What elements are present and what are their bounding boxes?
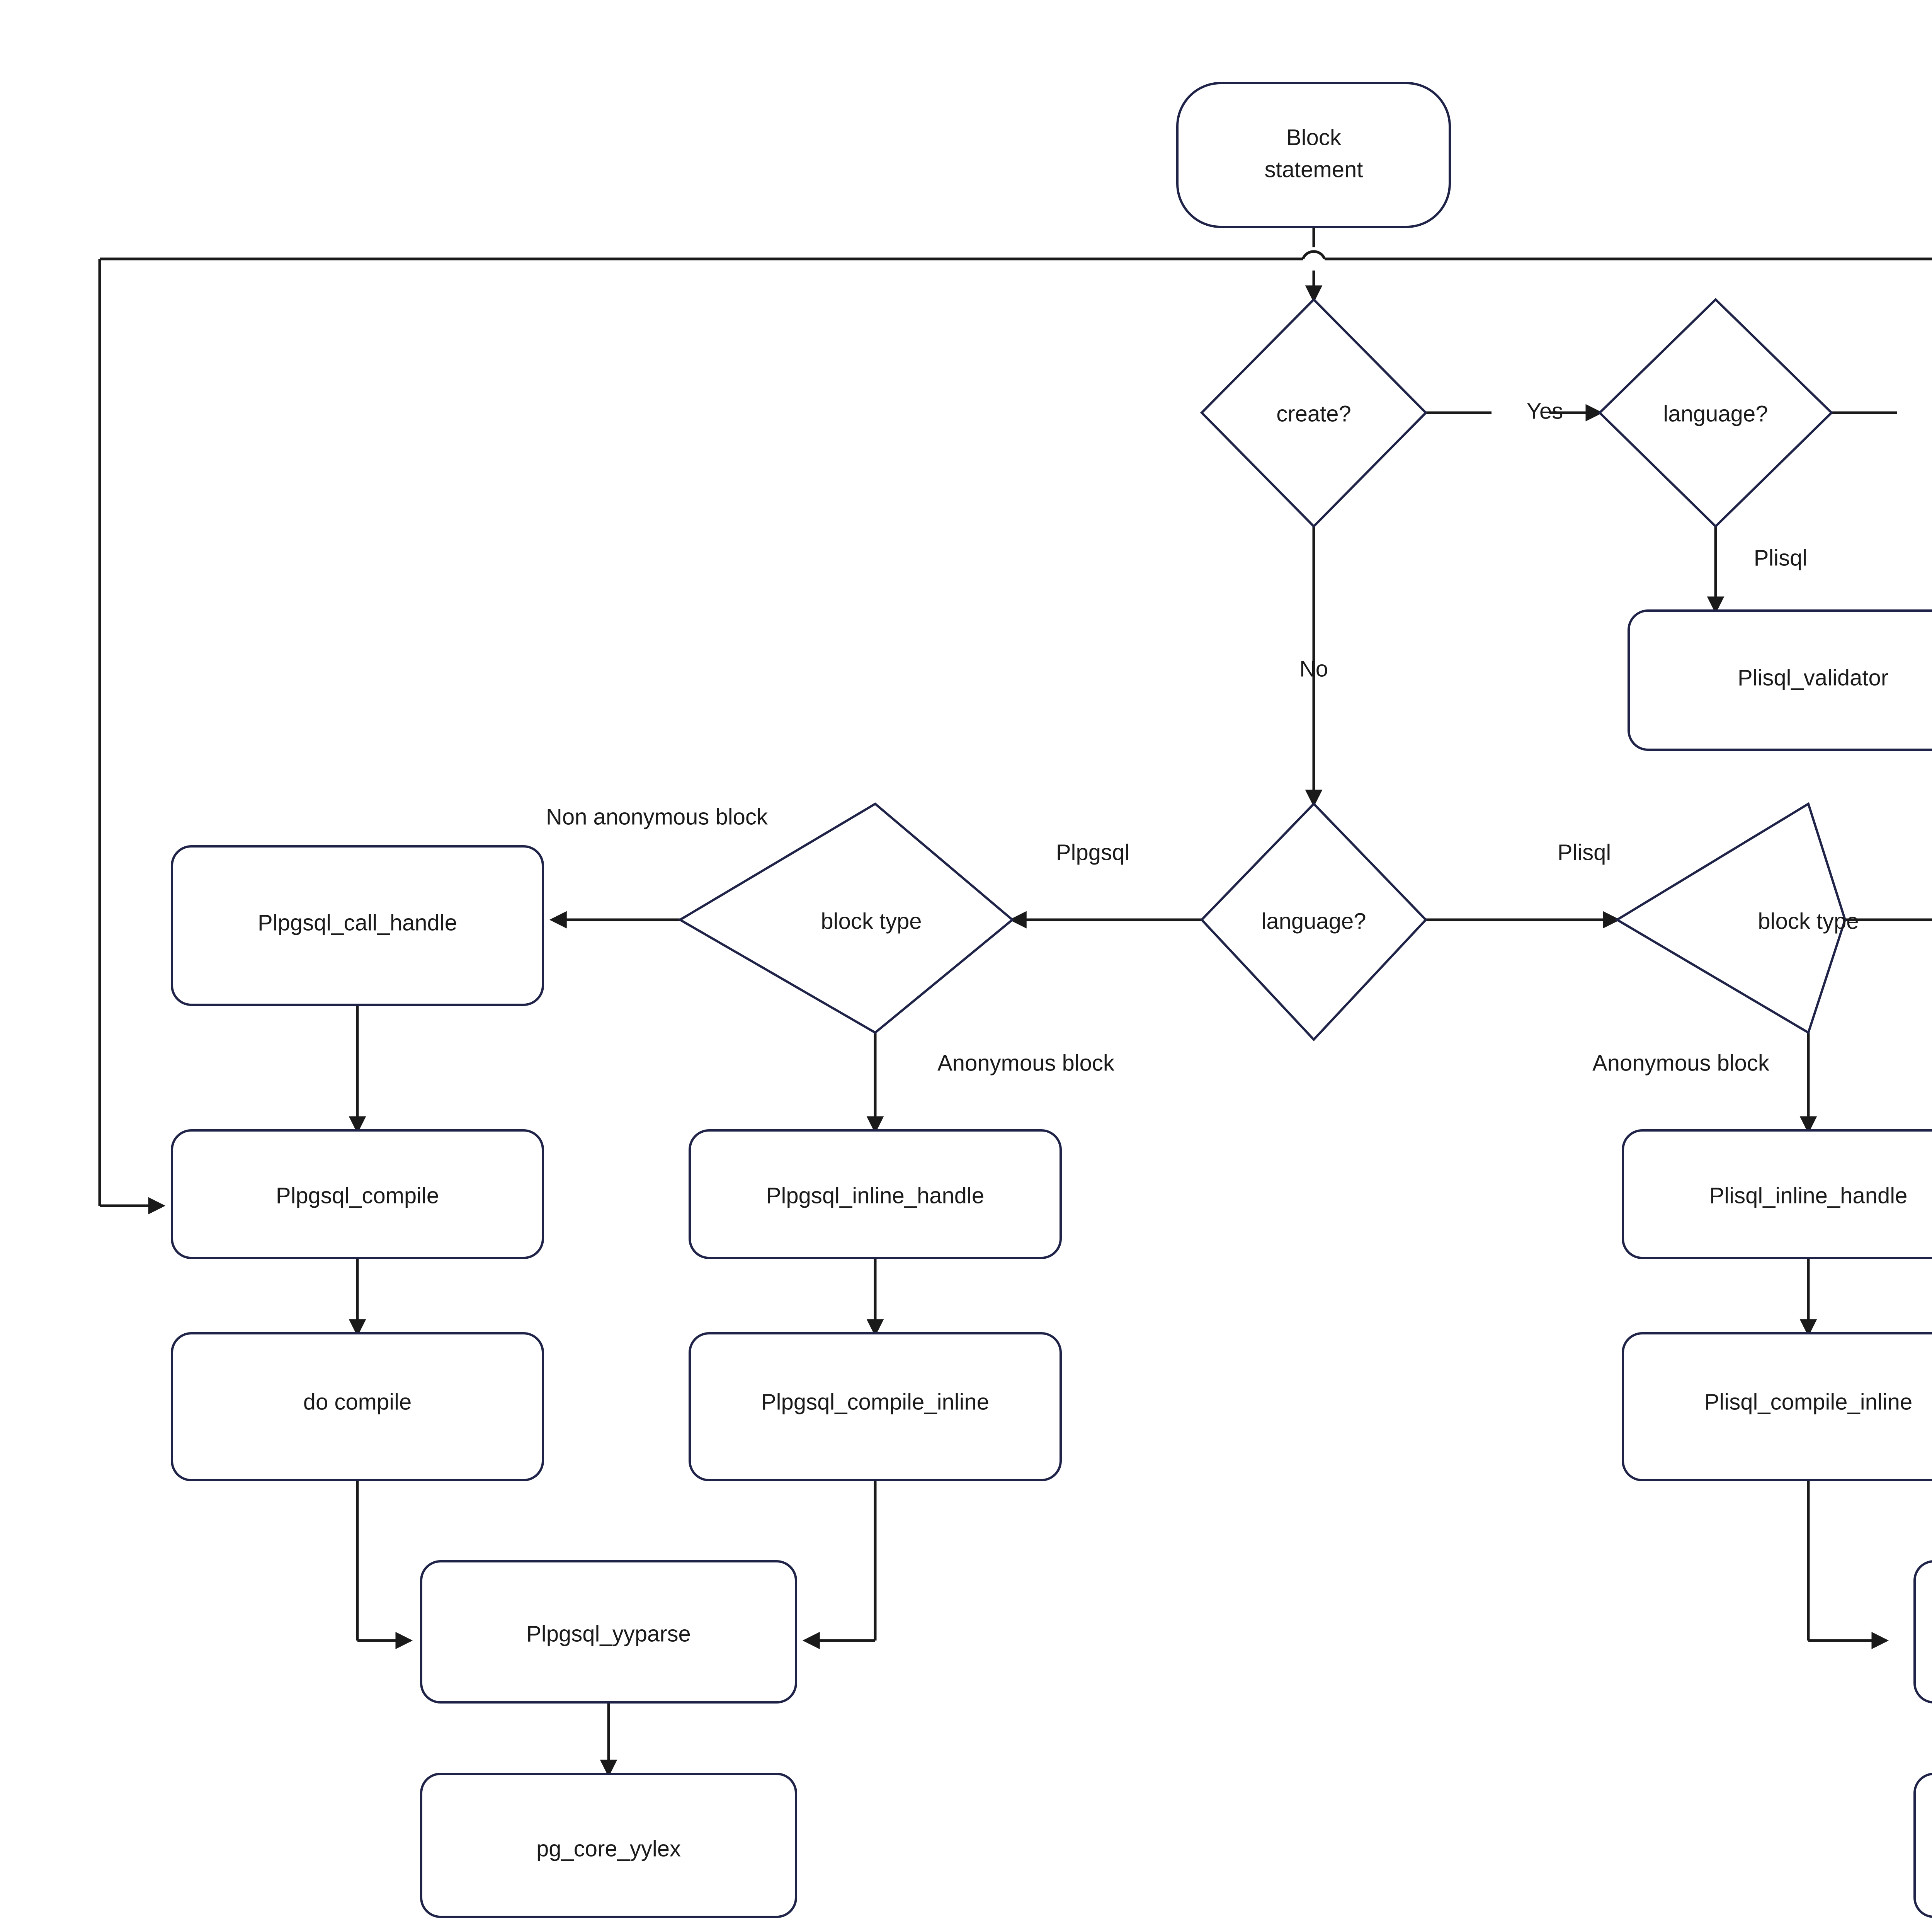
node-pg-core-yylex-label: pg_core_yylex	[536, 1836, 681, 1861]
node-blocktype-left-decision[interactable]: block type	[678, 802, 1014, 1034]
node-plisql-validator[interactable]: Plisql_validator	[1628, 609, 1932, 751]
node-blocktype-right-decision[interactable]: block type	[1615, 802, 1859, 1035]
node-do-compile-left[interactable]: do compile	[171, 1332, 544, 1481]
node-plpgsql-compile[interactable]: Plpgsql_compile	[171, 1129, 544, 1259]
edge-label-no: No	[1299, 656, 1328, 681]
node-ora-core-yylex[interactable]: ora_core_yylex	[1913, 1773, 1932, 1918]
node-plpgsql-call-handle[interactable]: Plpgsql_call_handle	[171, 845, 544, 1006]
edge-label-plisql-top: Plisql	[1754, 545, 1808, 570]
node-plpgsql-inline-handle-label: Plpgsql_inline_handle	[766, 1183, 984, 1208]
edge-top-bus-hop	[1301, 250, 1326, 260]
node-plpgsql-yyparse-label: Plpgsql_yyparse	[526, 1621, 691, 1646]
node-plisql-yyparse[interactable]: Plisql_yyparse	[1913, 1560, 1932, 1704]
node-language-top-label: language?	[1663, 401, 1768, 426]
edge-label-anon-right: Anonymous block	[1592, 1050, 1770, 1076]
node-do-compile-left-label: do compile	[303, 1389, 412, 1414]
node-plpgsql-yyparse[interactable]: Plpgsql_yyparse	[420, 1560, 797, 1704]
edge-label-plisql-mid: Plisql	[1558, 840, 1611, 865]
edge-label-plpgsql-mid: Plpgsql	[1056, 840, 1129, 865]
node-plpgsql-compile-inline[interactable]: Plpgsql_compile_inline	[689, 1332, 1062, 1481]
node-plpgsql-call-handle-label: Plpgsql_call_handle	[258, 910, 457, 935]
edge-label-yes: Yes	[1527, 398, 1563, 424]
node-plpgsql-inline-handle[interactable]: Plpgsql_inline_handle	[689, 1129, 1062, 1259]
edge-label-non-anon-left: Non anonymous block	[546, 804, 768, 829]
node-plisql-validator-label: Plisql_validator	[1738, 665, 1888, 690]
node-start-label-line2: statement	[1265, 157, 1363, 182]
node-plisql-compile-inline[interactable]: Plisql_compile_inline	[1622, 1332, 1932, 1481]
node-pg-core-yylex[interactable]: pg_core_yylex	[420, 1773, 797, 1918]
node-create-decision[interactable]: create?	[1200, 298, 1428, 528]
node-plpgsql-compile-inline-label: Plpgsql_compile_inline	[761, 1389, 989, 1414]
node-start[interactable]: Block statement	[1176, 82, 1451, 228]
node-plisql-inline-handle[interactable]: Plisql_inline_handle	[1622, 1129, 1932, 1259]
node-plisql-compile-inline-label: Plisql_compile_inline	[1704, 1389, 1912, 1414]
node-language-mid-label: language?	[1262, 909, 1366, 934]
node-blocktype-left-label: block type	[821, 909, 922, 934]
node-plpgsql-compile-label: Plpgsql_compile	[276, 1183, 439, 1208]
node-plisql-inline-handle-label: Plisql_inline_handle	[1709, 1183, 1908, 1208]
node-start-label-line1: Block	[1286, 125, 1342, 150]
node-blocktype-right-label: block type	[1758, 909, 1859, 934]
node-language-top-decision[interactable]: language?	[1598, 298, 1833, 528]
edge-label-anon-left: Anonymous block	[937, 1050, 1115, 1076]
node-create-label: create?	[1276, 401, 1351, 426]
node-language-mid-decision[interactable]: language?	[1200, 802, 1428, 1042]
